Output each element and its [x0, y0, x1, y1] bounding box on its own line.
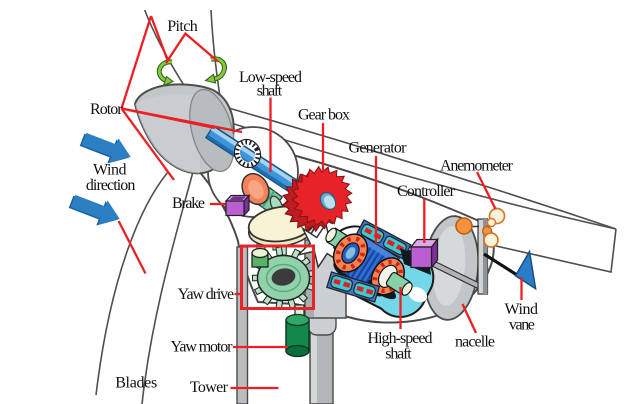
svg-text:Tower: Tower — [190, 379, 229, 396]
svg-text:Rotor: Rotor — [90, 101, 123, 118]
svg-text:shaft: shaft — [385, 346, 412, 363]
svg-text:Gear box: Gear box — [298, 107, 350, 124]
svg-text:Wind: Wind — [505, 301, 539, 318]
svg-text:High-speed: High-speed — [368, 330, 433, 347]
svg-text:direction: direction — [86, 177, 136, 194]
svg-text:Blades: Blades — [115, 375, 157, 392]
svg-text:nacelle: nacelle — [455, 334, 495, 351]
svg-text:Brake: Brake — [172, 195, 205, 212]
svg-text:Yaw drive: Yaw drive — [178, 286, 235, 303]
svg-text:Anemometer: Anemometer — [440, 158, 514, 175]
svg-text:Controller: Controller — [397, 183, 456, 200]
svg-text:Low-speed: Low-speed — [239, 69, 302, 86]
svg-text:Pitch: Pitch — [167, 18, 198, 35]
svg-text:Wind: Wind — [93, 162, 127, 179]
svg-text:vane: vane — [509, 317, 535, 334]
svg-text:shaft: shaft — [257, 83, 283, 100]
svg-text:Yaw motor: Yaw motor — [171, 339, 234, 356]
svg-text:Generator: Generator — [349, 140, 408, 157]
